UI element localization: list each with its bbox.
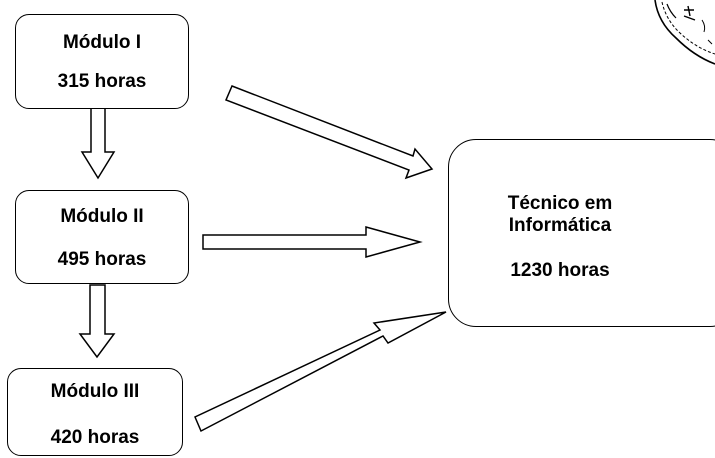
result-title-line2: Informática xyxy=(508,215,612,236)
module-2-box: Módulo II 495 horas xyxy=(15,190,189,284)
arrow-module2-to-result xyxy=(202,226,423,258)
module-3-name: Módulo III xyxy=(50,381,140,402)
module-1-hours: 315 horas xyxy=(57,71,147,92)
module-2-name: Módulo II xyxy=(60,206,144,227)
arrow-module3-to-result xyxy=(194,311,447,433)
module-2-hours: 495 horas xyxy=(57,249,147,270)
arrow-module1-to-module2 xyxy=(80,107,116,180)
module-1-name: Módulo I xyxy=(62,32,142,53)
arrow-module1-to-result xyxy=(225,85,434,180)
result-box: Técnico em Informática 1230 horas xyxy=(448,139,715,327)
module-3-box: Módulo III 420 horas xyxy=(7,368,183,456)
arrow-module2-to-module3 xyxy=(78,284,116,359)
module-3-hours: 420 horas xyxy=(50,427,140,448)
module-1-box: Módulo I 315 horas xyxy=(15,14,189,109)
result-hours: 1230 horas xyxy=(510,260,610,281)
result-title-line1: Técnico em xyxy=(507,193,613,214)
